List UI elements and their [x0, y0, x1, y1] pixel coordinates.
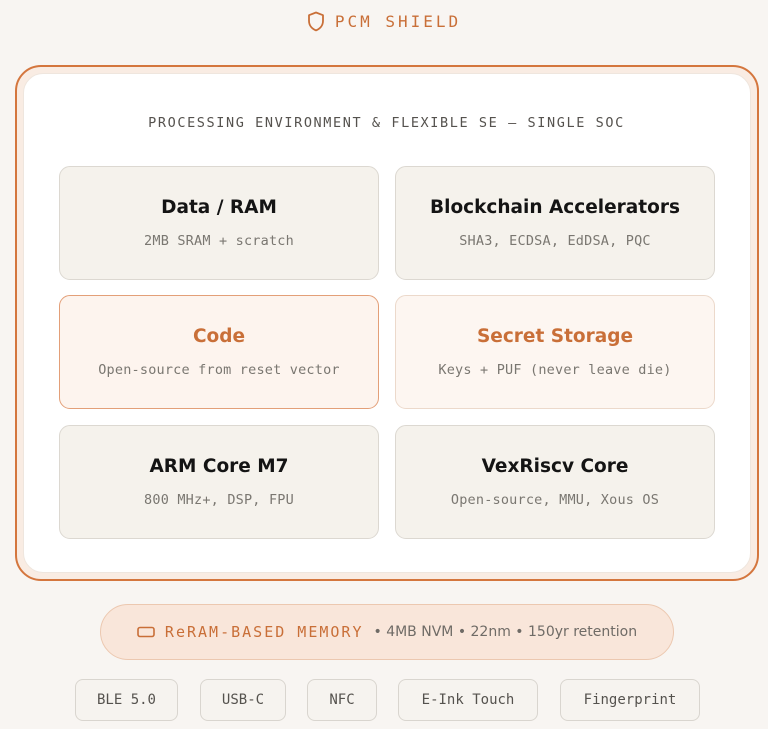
- chip-nfc: NFC: [307, 679, 377, 721]
- card-subtitle: Keys + PUF (never leave die): [438, 362, 672, 378]
- page-title: PCM SHIELD: [334, 11, 462, 31]
- card-subtitle: SHA3, ECDSA, EdDSA, PQC: [459, 233, 651, 249]
- memory-chip-icon: [137, 626, 155, 638]
- shield-icon: [307, 11, 325, 32]
- chip-fingerprint: Fingerprint: [560, 679, 700, 721]
- memory-pill: ReRAM-BASED MEMORY • 4MB NVM • 22nm • 15…: [100, 604, 674, 660]
- card-blockchain-accelerators: Blockchain Accelerators SHA3, ECDSA, EdD…: [395, 166, 715, 280]
- card-vexriscv-core: VexRiscv Core Open-source, MMU, Xous OS: [395, 425, 715, 539]
- memory-specs: • 4MB NVM • 22nm • 150yr retention: [373, 624, 638, 640]
- card-subtitle: Open-source, MMU, Xous OS: [450, 492, 660, 508]
- card-title: VexRiscv Core: [481, 456, 629, 477]
- card-title: Blockchain Accelerators: [430, 197, 680, 218]
- card-subtitle: 2MB SRAM + scratch: [144, 233, 294, 249]
- memory-title: ReRAM-BASED MEMORY: [164, 623, 364, 641]
- chip-usb-c: USB-C: [200, 679, 286, 721]
- card-title: Data / RAM: [161, 197, 277, 218]
- soc-label: PROCESSING ENVIRONMENT & FLEXIBLE SE — S…: [148, 115, 625, 131]
- card-code: Code Open-source from reset vector: [59, 295, 379, 409]
- card-subtitle: Open-source from reset vector: [98, 362, 340, 378]
- card-arm-core: ARM Core M7 800 MHz+, DSP, FPU: [59, 425, 379, 539]
- card-title: Code: [192, 326, 246, 347]
- card-secret-storage: Secret Storage Keys + PUF (never leave d…: [395, 295, 715, 409]
- page-header: PCM SHIELD: [0, 9, 768, 33]
- card-subtitle: 800 MHz+, DSP, FPU: [144, 492, 294, 508]
- chip-e-ink-touch: E-Ink Touch: [398, 679, 538, 721]
- card-title: ARM Core M7: [149, 456, 289, 477]
- card-title: Secret Storage: [476, 326, 634, 347]
- chip-ble: BLE 5.0: [75, 679, 178, 721]
- card-data-ram: Data / RAM 2MB SRAM + scratch: [59, 166, 379, 280]
